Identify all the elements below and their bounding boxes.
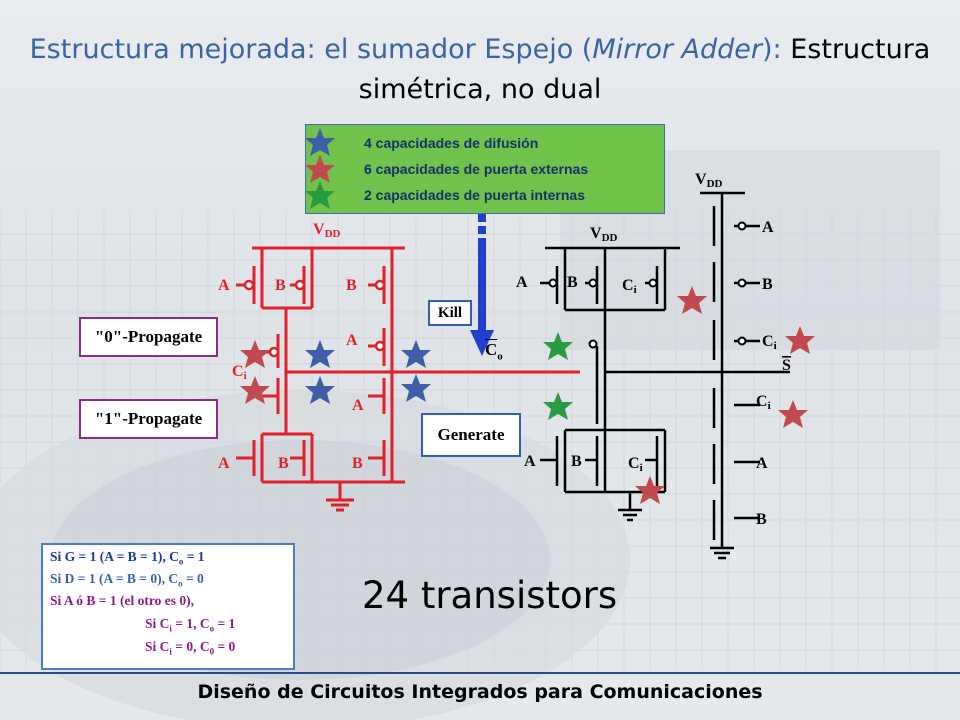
capacitance-legend: 4 capacidades de difusión 6 capacidades … xyxy=(305,124,665,214)
vdd-left: VDD xyxy=(313,221,341,240)
gate-ci1: Ci xyxy=(232,363,247,382)
cond-propagate: Si A ó B = 1 (el otro es 0), xyxy=(50,593,194,608)
legend-diffusion: 4 capacidades de difusión xyxy=(364,135,539,151)
legend-internal: 2 capacidades de puerta internas xyxy=(364,187,585,203)
star-green-2 xyxy=(543,392,573,420)
star-red-6 xyxy=(635,476,665,504)
gate-a3: A xyxy=(352,397,364,414)
legend-star-red xyxy=(305,155,335,183)
cond-ci1: Si Ci = 1, Co = 1 xyxy=(145,616,236,634)
footer-divider xyxy=(0,672,960,674)
generate-box: Generate xyxy=(421,413,521,457)
gate-ci2: Ci xyxy=(622,277,637,296)
gate-b3: B xyxy=(278,455,289,472)
gate-b8: B xyxy=(756,511,767,528)
kill-box: Kill xyxy=(428,300,472,326)
gate-a2: A xyxy=(346,332,358,349)
gate-ci4: Ci xyxy=(762,333,777,352)
co-text: C xyxy=(485,340,498,359)
star-red-2 xyxy=(240,376,270,404)
gate-a1: A xyxy=(218,277,230,294)
gate-a8: A xyxy=(756,455,768,472)
star-red-5 xyxy=(778,400,808,428)
propagate1-box: "1"-Propagate xyxy=(79,399,218,439)
gate-b7: B xyxy=(762,276,773,293)
gate-a4: A xyxy=(218,455,230,472)
circuit-labels: VDD VDD VDD A B B A Ci A A B B A B Ci A … xyxy=(218,171,791,528)
star-blue-1 xyxy=(305,340,335,368)
legend-star-blue xyxy=(305,128,335,156)
cond-delete: Si D = 1 (A = B = 0), Co = 0 xyxy=(50,571,204,589)
co-sub: o xyxy=(497,350,503,363)
conditions-box: Si G = 1 (A = B = 1), Co = 1 Si D = 1 (A… xyxy=(41,543,295,670)
gate-b5: B xyxy=(567,274,578,291)
sum-bubbles xyxy=(548,221,747,349)
slide-title: Estructura mejorada: el sumador Espejo (… xyxy=(0,30,960,110)
legend-arrow xyxy=(470,214,494,356)
propagate0-box: "0"-Propagate xyxy=(79,317,218,357)
gate-b1: B xyxy=(275,277,286,294)
cond-generate: Si G = 1 (A = B = 1), Co = 1 xyxy=(50,549,205,567)
star-blue-2 xyxy=(305,376,335,404)
transistor-count: 24 transistors xyxy=(362,574,618,617)
star-red-1 xyxy=(240,340,270,368)
gate-a7: A xyxy=(762,219,774,236)
title-part3: Estructura xyxy=(790,34,931,65)
sum-output: S xyxy=(782,357,791,374)
gate-a5: A xyxy=(516,274,528,291)
gate-ci5: Ci xyxy=(756,393,771,412)
star-blue-3 xyxy=(401,340,431,368)
footer-text: Diseño de Circuitos Integrados para Comu… xyxy=(197,681,763,703)
title-part1: Estructura mejorada: el sumador Espejo ( xyxy=(29,34,593,65)
carry-bubbles xyxy=(243,279,386,358)
gate-b4: B xyxy=(352,455,363,472)
title-italic: Mirror Adder xyxy=(592,34,763,65)
gate-ci3: Ci xyxy=(628,455,643,474)
gate-b2: B xyxy=(346,277,357,294)
legend-external: 6 capacidades de puerta externas xyxy=(364,161,589,177)
legend-star-green xyxy=(305,181,335,209)
title-part2: ): xyxy=(762,34,791,65)
star-green-1 xyxy=(543,332,573,360)
star-blue-4 xyxy=(401,374,431,402)
vdd-right: VDD xyxy=(695,171,723,190)
carry-out-label: Co xyxy=(485,340,503,362)
star-red-3 xyxy=(677,286,707,314)
capacitance-stars xyxy=(240,128,815,504)
cond-ci0: Si Ci = 0, C0 = 0 xyxy=(145,639,236,657)
vdd-mid: VDD xyxy=(590,225,618,244)
title-line2: simétrica, no dual xyxy=(358,74,602,105)
star-red-4 xyxy=(785,326,815,354)
gate-b6: B xyxy=(571,453,582,470)
sum-circuit xyxy=(540,191,790,560)
gate-a6: A xyxy=(524,453,536,470)
